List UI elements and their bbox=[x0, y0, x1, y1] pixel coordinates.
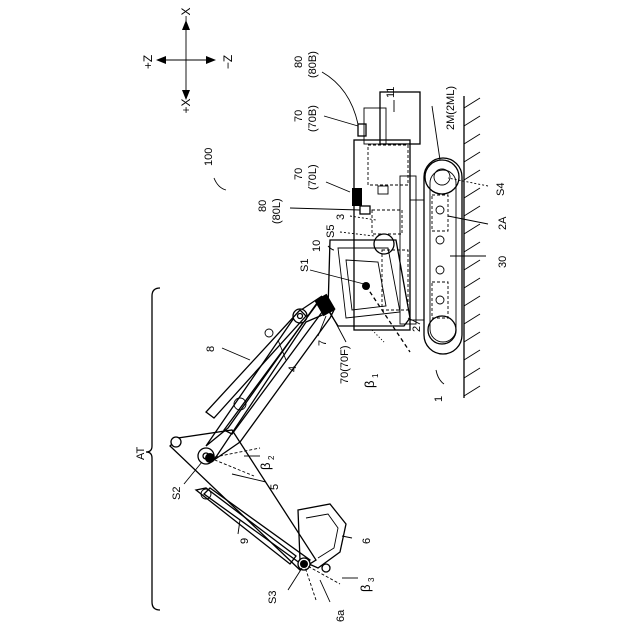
axis-label-minus-x: −X bbox=[179, 7, 193, 22]
sensor-80l bbox=[360, 206, 370, 214]
label-70b-sub: (70B) bbox=[307, 105, 319, 132]
label-10: 10 bbox=[311, 240, 323, 252]
label-9: 9 bbox=[239, 538, 251, 544]
label-80l-sub: (80L) bbox=[271, 198, 283, 224]
label-30: 30 bbox=[497, 256, 509, 268]
label-beta1-sub: 1 bbox=[371, 373, 380, 378]
label-beta2: β bbox=[258, 463, 273, 470]
drive-sprocket bbox=[425, 160, 459, 194]
label-70l: 70 bbox=[293, 168, 305, 180]
upper-turning-body bbox=[328, 92, 420, 330]
axis-label-minus-z: −Z bbox=[221, 55, 235, 69]
label-s4: S4 bbox=[495, 183, 507, 196]
leader-lines bbox=[184, 72, 488, 602]
label-5: 5 bbox=[269, 484, 281, 490]
camera-70l bbox=[352, 188, 362, 206]
label-6a: 6a bbox=[335, 609, 347, 622]
label-s3: S3 bbox=[267, 591, 279, 604]
label-beta3: β bbox=[358, 585, 373, 592]
label-11: 11 bbox=[385, 87, 397, 98]
bucket bbox=[298, 504, 346, 572]
cabin bbox=[328, 240, 410, 326]
label-7: 7 bbox=[317, 340, 329, 346]
axis-label-plus-z: +Z bbox=[141, 55, 155, 69]
attachment-bracket bbox=[146, 288, 160, 610]
axis-label-plus-x: +X bbox=[179, 98, 193, 113]
label-6: 6 bbox=[361, 538, 373, 544]
label-beta1: β bbox=[362, 381, 377, 388]
label-1: 1 bbox=[433, 396, 445, 402]
label-80l: 80 bbox=[257, 200, 269, 212]
axis-indicator: −X +X +Z −Z bbox=[141, 7, 235, 113]
label-3: 3 bbox=[335, 214, 347, 220]
label-70b: 70 bbox=[293, 110, 305, 122]
idler-wheel bbox=[428, 316, 456, 344]
label-beta2-sub: 2 bbox=[267, 455, 276, 460]
label-4: 4 bbox=[287, 366, 299, 372]
ground bbox=[464, 96, 480, 398]
label-100: 100 bbox=[203, 148, 215, 166]
camera-70b bbox=[358, 124, 366, 136]
label-80b-sub: (80B) bbox=[307, 51, 319, 78]
label-8: 8 bbox=[205, 346, 217, 352]
label-s1: S1 bbox=[299, 259, 311, 272]
label-2: 2 bbox=[411, 326, 423, 332]
boom bbox=[206, 294, 336, 460]
label-70l-sub: (70L) bbox=[307, 164, 319, 190]
label-2m: 2M(2ML) bbox=[445, 86, 457, 130]
label-s2: S2 bbox=[171, 487, 183, 500]
label-at: AT bbox=[135, 446, 147, 460]
label-s5: S5 bbox=[325, 225, 337, 238]
label-beta3-sub: 3 bbox=[367, 577, 376, 582]
label-80b: 80 bbox=[293, 56, 305, 68]
label-70f: 70(70F) bbox=[339, 345, 351, 384]
reference-labels: 100 80 (80B) 70 (70B) 11 70 (70L) 80 (80… bbox=[135, 51, 509, 622]
label-2a: 2A bbox=[497, 216, 509, 230]
